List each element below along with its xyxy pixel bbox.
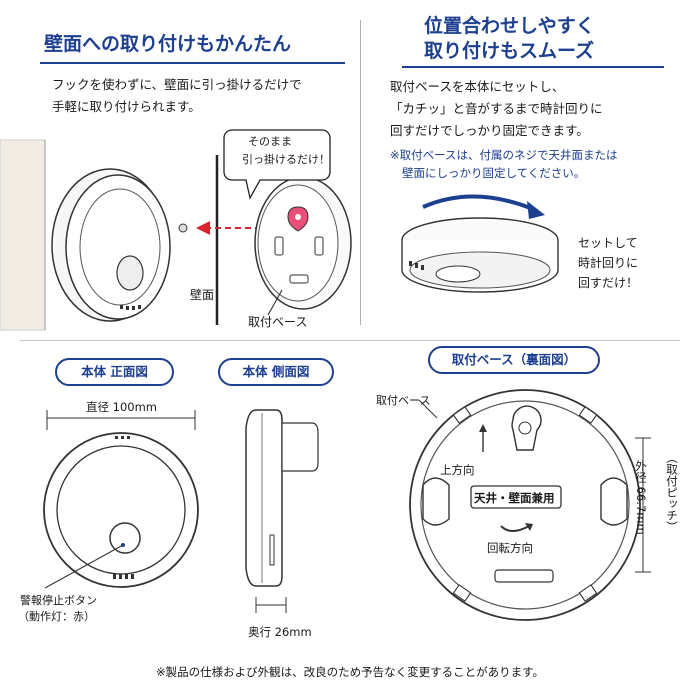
bubble-line-1: そのまま: [248, 135, 292, 148]
diameter-label: 直径 100mm: [86, 400, 158, 414]
left-title: 壁面への取り付けもかんたん: [44, 33, 292, 55]
right-desc-1: 取付ベースを本体にセットし、: [390, 79, 565, 94]
left-desc-2: 手軽に取り付けられます。: [52, 99, 201, 114]
front-view-drawing: [43, 410, 199, 589]
base-view-pill: 取付ベース（裏面図）: [428, 346, 600, 374]
turn-line-2: 時計回りに: [578, 256, 639, 270]
rotate-label: 回転方向: [487, 541, 533, 555]
side-view-drawing: [245, 409, 319, 613]
pitch-label: （取付ピッチ）: [665, 452, 679, 533]
rotate-illustration: [401, 194, 559, 293]
base-view-drawing: [409, 389, 651, 621]
wall-label: 壁面: [190, 288, 215, 302]
base-label-right: 取付ベース: [376, 394, 431, 407]
left-title-underline: [40, 62, 345, 64]
right-desc-2: 「カチッ」と音がするまで時計回りに: [390, 101, 603, 116]
base-label-left: 取付ベース: [248, 315, 308, 329]
section-divider: [20, 340, 680, 341]
side-view-pill: 本体 側面図: [218, 358, 334, 386]
right-title-2: 取り付けもスムーズ: [424, 40, 595, 62]
panel-divider: [360, 20, 361, 325]
right-note-2: 壁面にしっかり固定してください。: [402, 166, 586, 180]
mount-label: 天井・壁面兼用: [474, 491, 555, 505]
turn-line-1: セットして: [578, 236, 638, 250]
up-label: 上方向: [440, 463, 475, 477]
footer-note: ※製品の仕様および外観は、改良のため予告なく変更することがあります。: [156, 665, 544, 679]
turn-line-3: 回すだけ！: [578, 276, 639, 290]
button-label-1: 警報停止ボタン: [20, 594, 97, 607]
right-desc-3: 回すだけでしっかり固定できます。: [390, 123, 589, 138]
depth-label: 奥行 26mm: [248, 625, 312, 639]
left-desc-1: フックを使わずに、壁面に引っ掛けるだけで: [52, 77, 302, 92]
bubble-line-2: 引っ掛けるだけ！: [242, 153, 330, 166]
right-title-underline: [402, 66, 664, 68]
right-title-1: 位置合わせしやすく: [424, 15, 595, 37]
wall-mount-illustration: [0, 129, 352, 331]
front-view-pill: 本体 正面図: [55, 358, 174, 386]
button-label-2: （動作灯：赤）: [18, 610, 95, 623]
outer-diameter-label: 外径 66.7mm: [634, 460, 648, 535]
right-note-1: ※取付ベースは、付属のネジで天井面または: [390, 148, 618, 162]
